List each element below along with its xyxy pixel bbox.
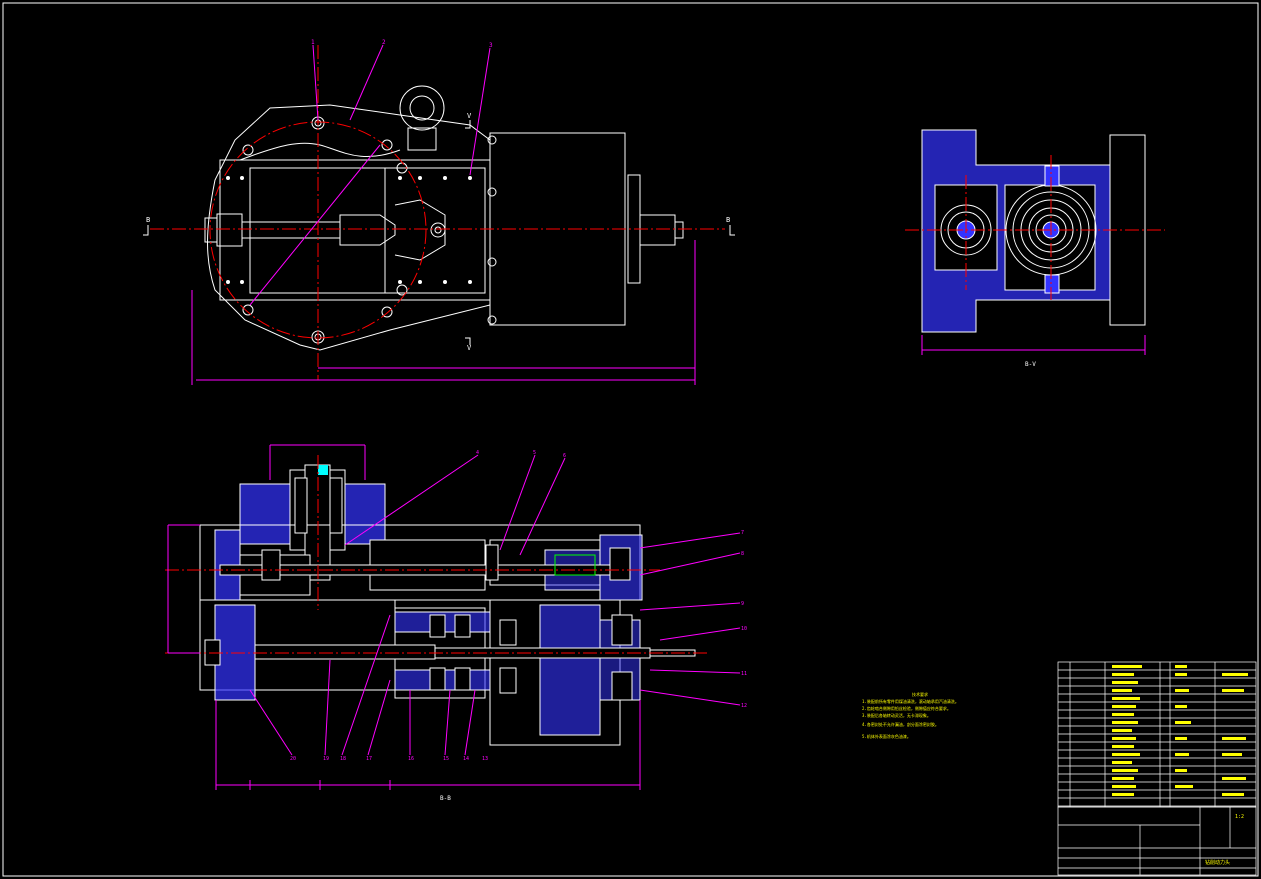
section-view-leaders (167, 444, 741, 790)
part-number-19: 19 (323, 756, 329, 762)
section-mark-left: B (146, 216, 150, 224)
part-number-6: 6 (563, 453, 566, 459)
part-number-15: 15 (443, 756, 449, 762)
parts-list (1057, 661, 1257, 808)
part-number-4: 4 (476, 450, 479, 456)
part-number-9: 9 (741, 601, 744, 607)
part-number-2: 2 (382, 39, 386, 46)
tech-req-line-4: 4.各密封处不允许漏油，剖分面涂密封胶。 (862, 721, 939, 727)
part-number-14: 14 (463, 756, 469, 762)
tech-req-title: 技术要求 (912, 691, 928, 697)
section-mark-right: B (726, 216, 730, 224)
tech-req-line-5: 5.机体外表面涂灰色油漆。 (862, 733, 911, 739)
title-block-name: 钻削动力头 (1205, 859, 1230, 866)
tech-req-line-3: 3.装配后各轴转动灵活，无卡滞现象。 (862, 712, 931, 718)
section-view-label: B-B (440, 795, 451, 802)
top-view-leaders (191, 44, 696, 385)
tech-req-line-2: 2.齿轮啮合侧隙用铅丝检验，侧隙值应符合要求。 (862, 705, 951, 711)
part-number-16: 16 (408, 756, 414, 762)
part-number-17: 17 (366, 756, 372, 762)
side-view: B-V (905, 129, 1165, 368)
part-number-8: 8 (741, 551, 744, 557)
part-number-11: 11 (741, 671, 747, 677)
view-mark-bottom: V (467, 344, 472, 352)
top-view-section-marks (143, 120, 735, 345)
tech-req-line-1: 1.装配前所有零件用煤油清洗，滚动轴承用汽油清洗。 (862, 698, 959, 704)
part-number-1: 1 (311, 39, 315, 46)
technical-requirements: 技术要求 1.装配前所有零件用煤油清洗，滚动轴承用汽油清洗。 2.齿轮啮合侧隙用… (862, 691, 959, 739)
part-number-10: 10 (741, 626, 747, 632)
section-view (199, 464, 696, 746)
part-number-12: 12 (741, 703, 747, 709)
view-mark-top: V (467, 112, 472, 120)
part-number-5: 5 (533, 450, 536, 456)
part-number-20: 20 (290, 756, 296, 762)
title-block-scale: 1:2 (1235, 814, 1244, 820)
section-view-centerlines (165, 455, 710, 654)
top-view-centerlines (150, 45, 725, 380)
lifting-eye (399, 85, 445, 131)
title-block (1057, 806, 1257, 876)
part-number-13: 13 (482, 756, 488, 762)
part-number-3: 3 (489, 42, 493, 49)
part-number-18: 18 (340, 756, 346, 762)
parts-list-entries (1112, 665, 1248, 796)
part-number-7: 7 (741, 530, 744, 536)
side-view-label: B-V (1025, 361, 1036, 368)
